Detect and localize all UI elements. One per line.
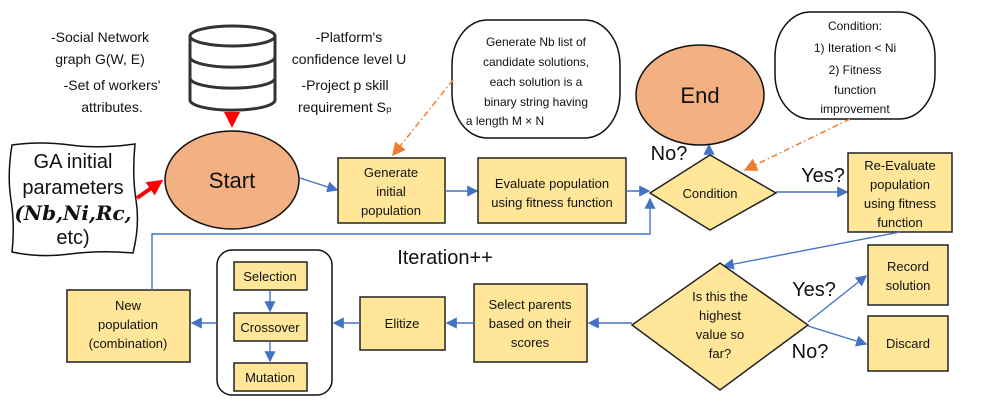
label: candidate solutions, (483, 55, 589, 69)
label: requirement Sₚ (298, 99, 392, 115)
label: initial (376, 184, 406, 199)
input-data-right: -Platform's confidence level U -Project … (292, 29, 406, 115)
label: improvement (820, 102, 890, 116)
label: Select parents (488, 297, 572, 312)
label: parameters (22, 177, 123, 199)
label: using fitness (864, 196, 937, 211)
mutation-box (233, 362, 308, 392)
label: New (115, 298, 142, 313)
ga-parameters-box (8, 142, 139, 257)
label: Evaluate population (495, 176, 609, 191)
flow-arrow (392, 79, 454, 157)
label: Discard (886, 336, 930, 351)
re-evaluate-population-box (847, 152, 953, 233)
label: GA initial (34, 151, 113, 173)
params-to-start-arrow (135, 179, 164, 200)
label: Elitize (385, 316, 420, 331)
label: 2) Fitness (829, 63, 882, 77)
label: Yes? (792, 279, 836, 301)
label: Start (209, 168, 255, 193)
label: Crossover (240, 320, 300, 335)
label: etc) (56, 227, 89, 249)
label: attributes. (81, 99, 142, 115)
condition-note-bubble (774, 11, 936, 120)
label: a length M × N (466, 114, 544, 128)
label: graph G(W, E) (55, 51, 144, 67)
label: binary string having (484, 95, 588, 109)
label: function (877, 215, 923, 230)
label: based on their (489, 316, 572, 331)
label: Yes? (801, 165, 845, 187)
start-node (164, 130, 300, 230)
label: value so (696, 327, 744, 342)
database-icon (188, 24, 277, 112)
flow-arrow (743, 118, 851, 171)
label: -Platform's (316, 29, 382, 45)
label: Re-Evaluate (864, 158, 936, 173)
evaluate-population-box (477, 157, 627, 224)
label: Generate (364, 165, 418, 180)
label: No? (792, 341, 829, 363)
discard-box (867, 315, 949, 372)
input-data-left: -Social Network graph G(W, E) -Set of wo… (51, 29, 160, 115)
label: Condition (683, 186, 738, 201)
flow-arrow (722, 231, 901, 270)
highest-value-diamond (630, 262, 810, 391)
label: End (680, 83, 719, 108)
label: No? (651, 143, 688, 165)
label: 1) Iteration < Ni (814, 41, 896, 55)
label: -Social Network (51, 29, 150, 45)
label: Selection (243, 269, 296, 284)
label: Generate Nb list of (486, 35, 587, 49)
label: -Project p skill (301, 77, 388, 93)
label: function (834, 83, 876, 97)
label: Mutation (245, 370, 295, 385)
label: solution (886, 278, 931, 293)
selection-box (233, 261, 308, 291)
label: scores (511, 335, 550, 350)
iteration-label: Iteration++ (397, 247, 493, 269)
label: each solution is a (490, 75, 583, 89)
condition-diamond (648, 154, 778, 231)
label: population (870, 177, 930, 192)
label: Condition: (828, 19, 882, 33)
new-population-box (66, 289, 191, 363)
label: far? (709, 346, 731, 361)
select-parents-box (473, 283, 588, 363)
label: population (361, 203, 421, 218)
label: (Nb,Ni,Rc, (14, 201, 131, 225)
label: -Set of workers' (64, 77, 161, 93)
generate-note-bubble (451, 19, 621, 139)
end-node (635, 44, 765, 146)
label: Record (887, 259, 929, 274)
flow-arrow (299, 177, 339, 193)
label: using fitness function (491, 195, 612, 210)
label: population (98, 317, 158, 332)
elitize-box (359, 296, 446, 351)
flow-arrow (807, 325, 868, 347)
label: Is this the (692, 289, 748, 304)
loop-back-arrow (151, 197, 656, 290)
flow-arrow (807, 275, 868, 323)
label: confidence level U (292, 51, 406, 67)
label: highest (699, 308, 741, 323)
label: (combination) (89, 336, 168, 351)
record-solution-box (867, 244, 949, 306)
